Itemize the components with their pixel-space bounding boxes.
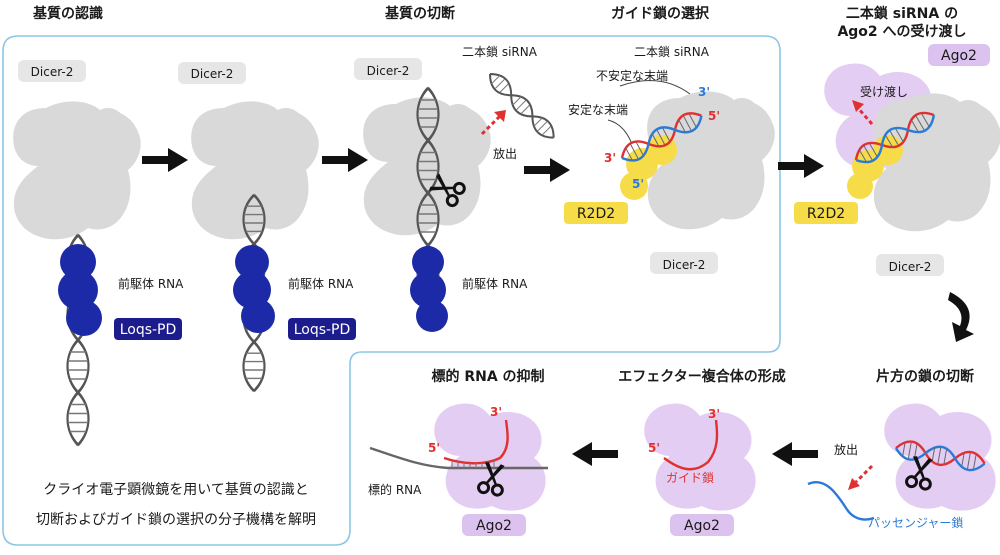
- passenger-strand-label: パッセンジャー鎖: [868, 515, 963, 530]
- step-recognition-2: Dicer-2 前駆体 RNA Loqs-PD: [178, 62, 356, 393]
- dicer2-label-bg: [18, 60, 86, 82]
- title-guide-selection: ガイド鎖の選択: [611, 5, 710, 22]
- stable-end-label: 安定な末端: [568, 102, 628, 117]
- duplex-sirna-label: 二本鎖 siRNA: [634, 44, 710, 59]
- precursor-rna-label: 前駆体 RNA: [288, 276, 354, 291]
- title-one-strand-cleavage: 片方の鎖の切断: [876, 368, 974, 385]
- caption-line1: クライオ電子顕微鏡を用いて基質の認識と: [43, 481, 309, 498]
- ago2-label-bg: [670, 514, 734, 536]
- dicer2-label-bg: [876, 254, 944, 276]
- ago2-protein: [434, 403, 546, 511]
- end5-red: 5': [708, 109, 720, 123]
- loqs-pd-label-bg: [114, 318, 182, 340]
- dicer2-label-bg: [354, 58, 422, 80]
- process-arrow-4: [778, 154, 824, 178]
- dicer2-label-bg: [650, 252, 718, 274]
- end3-red: 3': [708, 407, 720, 421]
- dicer2-label: Dicer-2: [191, 67, 234, 81]
- release-label: 放出: [493, 146, 517, 161]
- handover-arrow: [856, 107, 874, 125]
- stable-end-bracket: [607, 119, 633, 145]
- loqs-pd-protein: [58, 244, 102, 336]
- ago2-label: Ago2: [476, 518, 512, 534]
- release-label: 放出: [834, 442, 858, 457]
- step-effector-formation: 5' 3' ガイド鎖 Ago2: [644, 403, 756, 536]
- ago2-protein: [644, 403, 756, 511]
- release-arrow-head: [494, 110, 506, 122]
- precursor-rna-label: 前駆体 RNA: [462, 276, 528, 291]
- loqs-pd-label: Loqs-PD: [294, 322, 351, 338]
- end5-red: 5': [428, 441, 440, 455]
- release-arrow-head: [848, 478, 860, 490]
- released-sirna-label: 二本鎖 siRNA: [462, 44, 538, 59]
- precursor-rna-label: 前駆体 RNA: [118, 276, 184, 291]
- released-sirna-duplex: [483, 67, 560, 144]
- title-handover-line2: Ago2 への受け渡し: [837, 23, 966, 40]
- step-guide-selection: 二本鎖 siRNA 不安定な末端 安定な末端 3' 5' 3' 5' R2D2 …: [564, 44, 775, 274]
- end3-red: 3': [604, 151, 616, 165]
- handover-arrow-head: [852, 100, 864, 112]
- r2d2-label-bg: [564, 202, 628, 224]
- title-handover-line1: 二本鎖 siRNA の: [846, 5, 958, 22]
- dicer2-label: Dicer-2: [663, 258, 706, 272]
- target-rna: [369, 446, 548, 470]
- panel-frame: [2, 35, 781, 546]
- end5-red: 5': [648, 441, 660, 455]
- title-target-suppression: 標的 RNA の抑制: [431, 368, 544, 385]
- loqs-pd-protein: [233, 245, 275, 333]
- end5-blue: 5': [632, 177, 644, 191]
- dicer2-label-bg: [178, 62, 246, 84]
- process-arrow-3: [524, 158, 570, 182]
- title-cleavage: 基質の切断: [385, 5, 455, 22]
- title-recognition: 基質の認識: [33, 5, 103, 22]
- end3-blue: 3': [698, 85, 710, 99]
- release-arrow: [854, 464, 874, 484]
- end3-red: 3': [490, 405, 502, 419]
- caption-line2: 切断およびガイド鎖の選択の分子機構を解明: [36, 512, 316, 528]
- unstable-end-bracket: [619, 80, 691, 95]
- target-rna-label: 標的 RNA: [368, 482, 422, 497]
- handover-label: 受け渡し: [860, 84, 908, 99]
- guide-strand: [663, 419, 719, 471]
- step-cleavage: Dicer-2 前駆体 RNA 二本鎖 siRNA 放出: [354, 44, 560, 332]
- r2d2-label: R2D2: [577, 206, 615, 222]
- step-recognition: Dicer-2 前駆体 RNA Loqs-PD: [13, 60, 184, 447]
- ago2-label: Ago2: [941, 48, 977, 64]
- process-arrow-2: [322, 148, 368, 172]
- dicer2-protein: [13, 101, 141, 240]
- process-arrow-down: [948, 292, 974, 342]
- step-handover: Ago2 受け渡し R2D2 Dicer-2: [794, 44, 1000, 276]
- r2d2-label-bg: [794, 202, 858, 224]
- dicer2-protein: [191, 101, 319, 240]
- dicer2-label: Dicer-2: [31, 65, 74, 79]
- unstable-end-label: 不安定な末端: [596, 68, 668, 83]
- release-arrow: [480, 114, 502, 136]
- process-arrow-6: [572, 442, 618, 466]
- loqs-pd-label: Loqs-PD: [120, 322, 177, 338]
- guide-strand-bound: [443, 419, 509, 465]
- loqs-pd-label-bg: [288, 318, 356, 340]
- ago2-label-bg: [462, 514, 526, 536]
- step-target-suppression: 5' 3' 標的 RNA Ago2: [368, 403, 548, 536]
- guide-strand-label: ガイド鎖: [666, 470, 714, 485]
- loqs-pd-protein: [410, 246, 448, 332]
- r2d2-label: R2D2: [807, 206, 845, 222]
- process-arrow-5: [772, 442, 818, 466]
- ago2-label: Ago2: [684, 518, 720, 534]
- dicer2-label: Dicer-2: [367, 64, 410, 78]
- passenger-strand: [807, 481, 875, 521]
- step-one-strand-cleavage: 放出 パッセンジャー鎖: [807, 403, 996, 530]
- dicer2-label: Dicer-2: [889, 260, 932, 274]
- title-effector-formation: エフェクター複合体の形成: [618, 368, 785, 385]
- process-arrow-1: [142, 148, 188, 172]
- ago2-label-bg: [928, 44, 990, 66]
